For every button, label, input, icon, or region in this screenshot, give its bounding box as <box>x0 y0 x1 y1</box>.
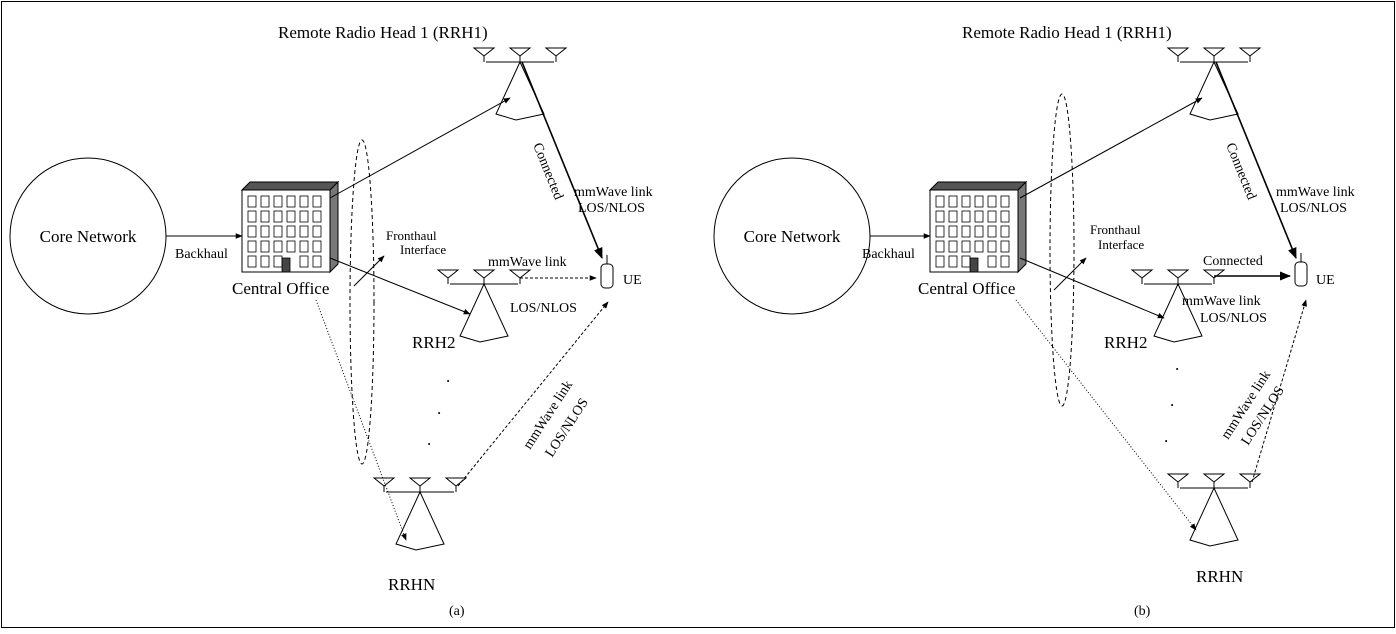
ellipsis-dot: . <box>427 430 431 449</box>
rrhn-antenna <box>373 477 467 551</box>
core-network-label: Core Network <box>40 227 137 246</box>
rrh1-link-label-line1: mmWave link <box>574 185 653 200</box>
rrh1-title: Remote Radio Head 1 (RRH1) <box>278 23 488 42</box>
panel-a: Core Network Backhaul Central Office Fro… <box>9 23 653 619</box>
ellipsis-dot: . <box>446 367 450 386</box>
rrh1-to-ue-link <box>1215 61 1297 260</box>
rrh2-label: RRH2 <box>412 333 455 352</box>
rrh2-connected-label: Connected <box>1203 254 1263 269</box>
co-to-rrhn-link <box>1015 299 1197 531</box>
rrhn-to-ue-link <box>457 301 609 487</box>
central-office-label: Central Office <box>232 279 329 298</box>
rrh1-antenna <box>473 47 567 121</box>
rrhn-antenna <box>1167 473 1261 547</box>
rrh2-link-label-line2: LOS/NLOS <box>1200 311 1267 326</box>
fronthaul-pointer <box>1053 257 1087 291</box>
ue-device-icon <box>1294 261 1308 287</box>
ellipsis-dot: . <box>1175 355 1179 374</box>
ellipsis-dot: . <box>1170 391 1174 410</box>
co-to-rrh2-link <box>1019 257 1165 319</box>
rrh2-link-label-line2: LOS/NLOS <box>510 301 577 316</box>
rrhn-to-ue-link <box>1251 299 1307 483</box>
backhaul-label: Backhaul <box>175 247 228 262</box>
co-to-rrh1-link <box>329 97 511 199</box>
rrhn-label: RRHN <box>1196 567 1243 586</box>
fronthaul-pointer <box>353 255 385 287</box>
rrh1-link-label-line2: LOS/NLOS <box>578 201 645 216</box>
panel-caption: (a) <box>449 604 465 619</box>
rrhn-label: RRHN <box>388 575 435 594</box>
fronthaul-label-line1: Fronthaul <box>386 228 437 243</box>
fronthaul-label-line2: Interface <box>400 242 446 257</box>
central-office-label: Central Office <box>918 279 1015 298</box>
fronthaul-label-line2: Interface <box>1098 237 1144 252</box>
fronthaul-interface-ellipse <box>1049 93 1075 407</box>
backhaul-label: Backhaul <box>862 247 915 262</box>
ue-label: UE <box>1316 273 1335 288</box>
rrh1-connected-label: Connected <box>1222 141 1258 202</box>
core-network-label: Core Network <box>744 227 841 246</box>
ellipsis-dot: . <box>437 399 441 418</box>
rrh2-link-label-line1: mmWave link <box>1182 294 1261 309</box>
rrh2-link-label-line1: mmWave link <box>488 255 567 270</box>
ue-label: UE <box>623 273 642 288</box>
co-to-rrh2-link <box>329 257 471 315</box>
panel-caption: (b) <box>1134 604 1151 619</box>
co-to-rrh1-link <box>1019 97 1203 199</box>
central-office-building <box>241 181 339 273</box>
rrh1-title: Remote Radio Head 1 (RRH1) <box>962 23 1172 42</box>
rrh1-connected-label: Connected <box>529 141 565 202</box>
ellipsis-dot: . <box>1164 427 1168 446</box>
fronthaul-interface-ellipse <box>349 139 375 465</box>
central-office-building <box>929 181 1027 273</box>
ue-device-icon <box>600 263 614 289</box>
panel-b: Core Network Backhaul Central Office Fro… <box>713 23 1355 619</box>
rrh1-to-ue-link <box>521 61 603 260</box>
rrh1-link-label-line1: mmWave link <box>1276 185 1355 200</box>
co-to-rrhn-link <box>315 299 407 541</box>
rrh1-link-label-line2: LOS/NLOS <box>1280 201 1347 216</box>
rrh2-label: RRH2 <box>1104 333 1147 352</box>
fronthaul-label-line1: Fronthaul <box>1090 222 1141 237</box>
